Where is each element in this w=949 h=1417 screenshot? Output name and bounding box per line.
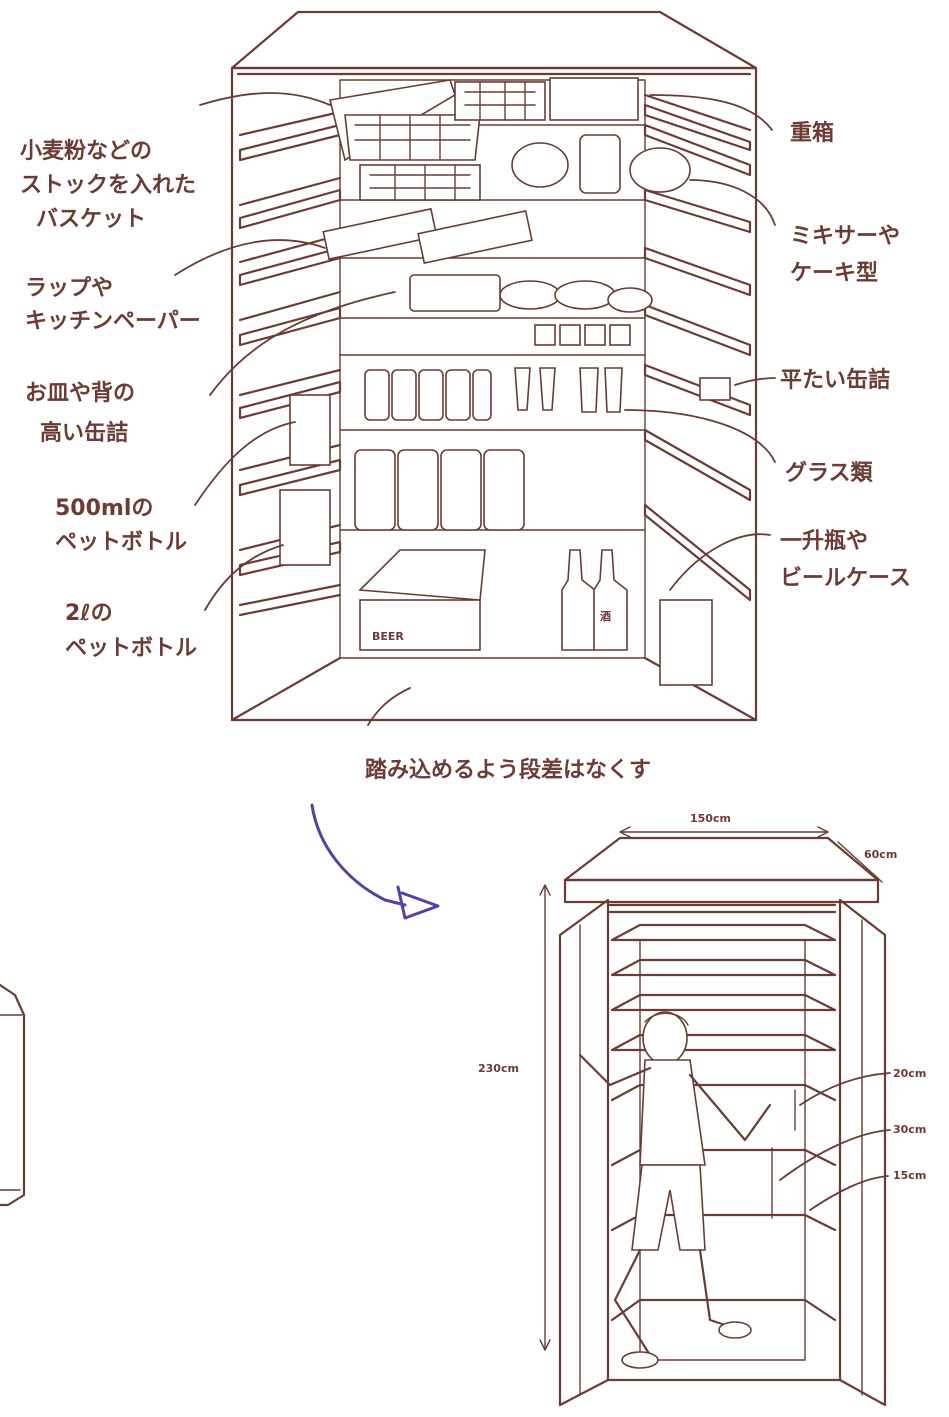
leaders-left [174,92,396,611]
wrap-rolls [322,207,533,312]
beer-box: BEER [358,549,486,651]
leaders-right [624,94,776,591]
bottom-note: 踏み込めるよう段差はなくす [365,757,651,783]
small-cans [534,324,731,401]
bottles-2l [279,449,525,566]
label-jubako: 重箱 [790,120,834,146]
label-500ml-line1: 500mlの [55,496,153,521]
label-basket-line3: バスケット [36,207,146,232]
dim-height: 230cm [478,1062,519,1075]
glasses [514,367,623,413]
dim-gap-mid: 30cm [893,1123,926,1136]
label-500ml-line2: ペットボトル [55,530,187,555]
label-basket-line1: 小麦粉などの [20,138,152,164]
label-2l-line1: 2ℓの [65,601,113,626]
bottom-note-leader [367,687,411,726]
label-flat-cans: 平たい缶詰 [780,367,890,393]
dim-gap-low: 15cm [893,1169,926,1182]
label-2l-line2: ペットボトル [65,636,197,661]
sake-label: 酒 [600,610,611,623]
width-dimension: 150cm [619,812,829,838]
bottles-500ml [289,369,492,466]
label-mixer-line2: ケーキ型 [790,261,878,286]
label-mixer-line1: ミキサーや [790,224,900,249]
plates-stack [499,280,653,313]
label-sake-line2: ビールケース [780,566,911,591]
labels-right: 重箱 ミキサーや ケーキ型 平たい缶詰 グラス類 一升瓶や ビールケース [780,120,911,591]
cropped-appliance [0,983,26,1207]
sake-bottles: 酒 [561,549,713,686]
shelf-gap-dimensions: 20cm 30cm 15cm [771,1067,926,1219]
back-shelves [339,124,646,531]
label-wrap-line1: ラップや [25,276,113,301]
walk-in-closet-illustration: 230cm 150cm 60cm 20cm 30cm 15cm [478,812,926,1407]
label-plates-line2: 高い缶詰 [40,420,128,446]
curved-arrow-icon [310,803,440,920]
labels-left: 小麦粉などの ストックを入れた バスケット ラップや キッチンペーパー お皿や背… [20,138,201,661]
depth-dimension: 60cm [837,841,897,883]
pantry-shelves-illustration: BEER 酒 [230,10,758,722]
height-dimension: 230cm [478,884,551,1351]
dim-depth: 60cm [864,848,897,861]
basket-items [329,77,639,201]
label-basket-line2: ストックを入れた [20,173,196,198]
dim-width: 150cm [690,812,731,825]
label-plates-line1: お皿や背の [25,381,135,406]
dim-gap-top: 20cm [893,1067,926,1080]
jubako-mixer-items [511,134,691,194]
label-sake-line1: 一升瓶や [780,529,868,554]
right-shelves [643,93,752,602]
closet-shelves [606,903,842,1382]
label-wrap-line2: キッチンペーパー [25,309,201,334]
person-figure [578,1011,772,1369]
beer-box-label: BEER [372,630,404,643]
label-glasses: グラス類 [785,460,874,486]
